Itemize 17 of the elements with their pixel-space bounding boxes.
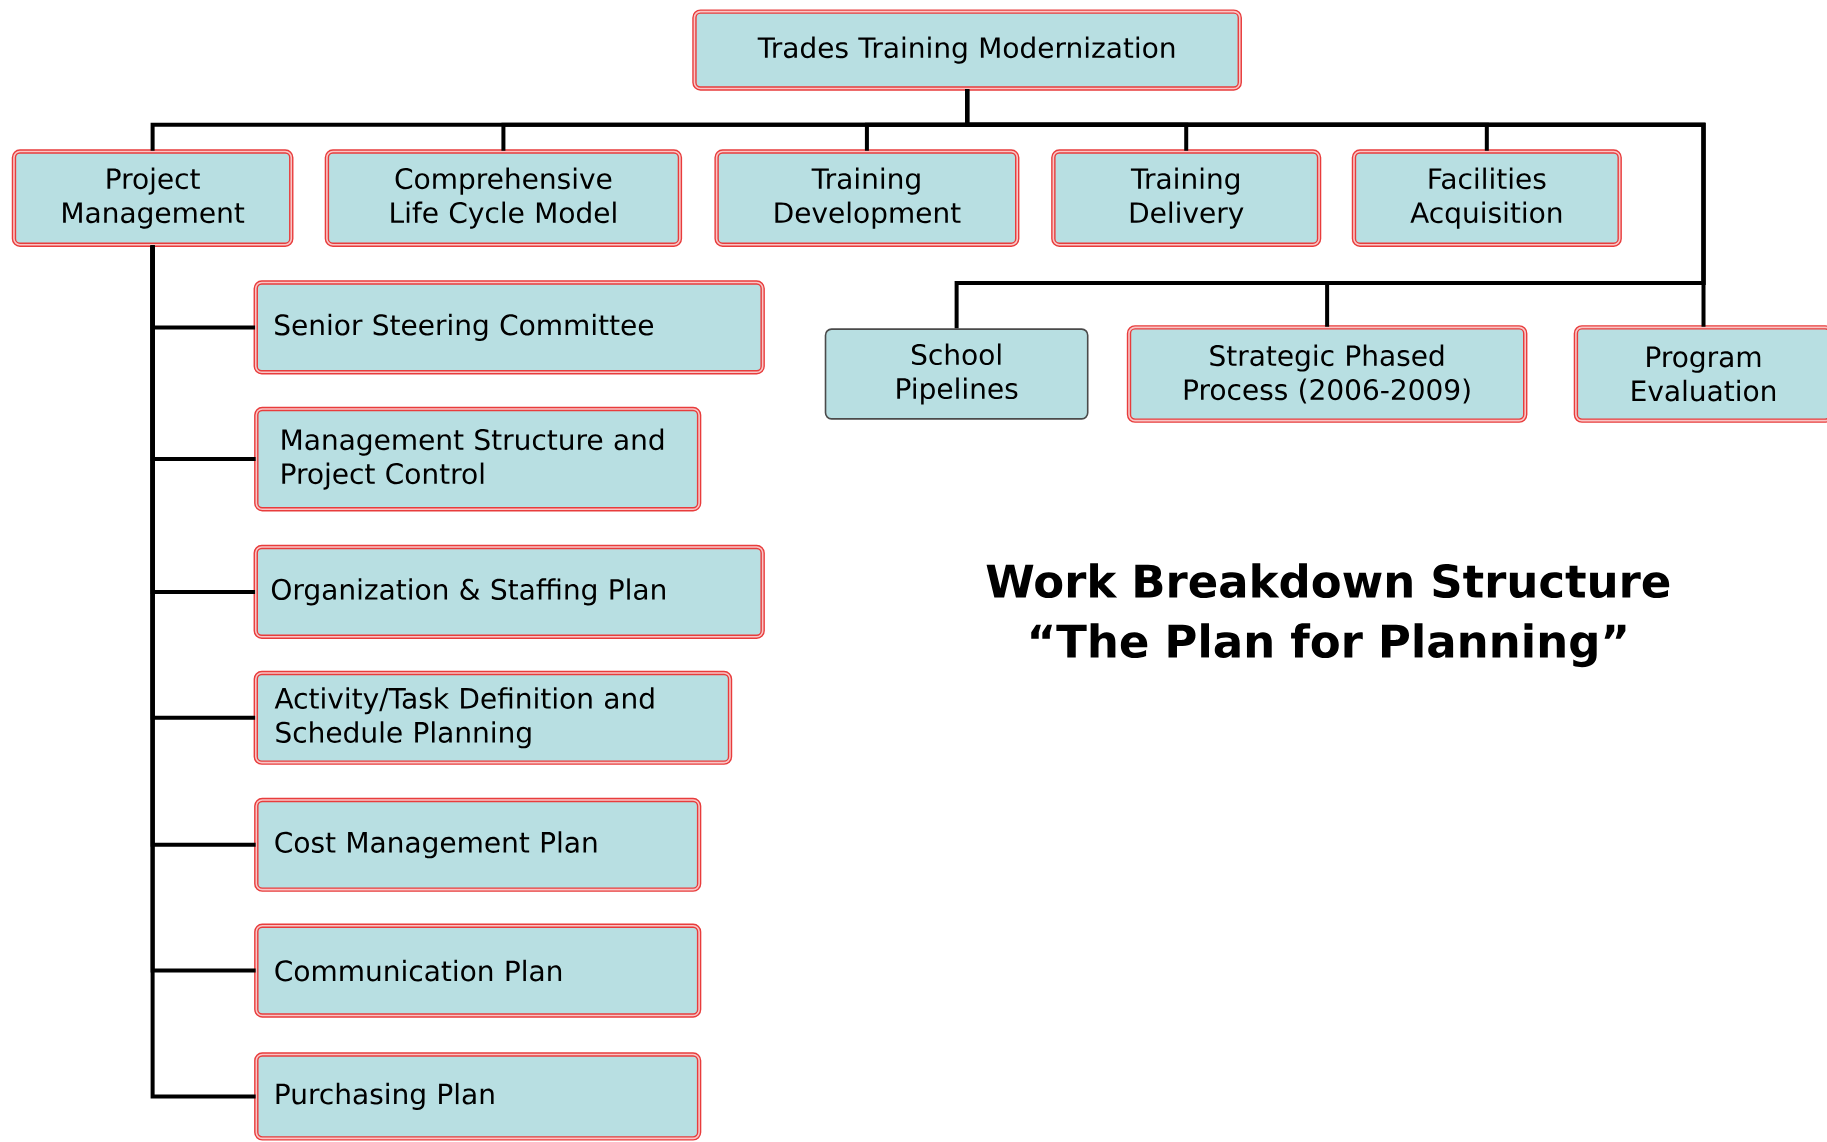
task-box: Training Development xyxy=(714,149,1020,247)
task-box: Cost Management Plan xyxy=(254,797,702,892)
task-box: Communication Plan xyxy=(254,923,702,1018)
task-box: Project Management xyxy=(11,149,294,247)
title: Work Breakdown Structure “The Plan for Planning” xyxy=(986,563,1670,668)
task-box: School Pipelines xyxy=(824,328,1089,420)
task-box: Comprehensive Life Cycle Model xyxy=(324,149,683,247)
task-box: Organization & Staffing Plan xyxy=(253,544,765,639)
task-box: Trades Training Modernization xyxy=(692,9,1242,91)
task-box: Management Structure and Project Control xyxy=(254,406,702,512)
task-box: Training Delivery xyxy=(1051,149,1322,247)
task-box: Senior Steering Committee xyxy=(253,280,765,375)
task-box: Facilities Acquisition xyxy=(1351,149,1622,247)
task-box: Program Evaluation xyxy=(1573,325,1827,423)
task-box: Activity/Task Definition and Schedule Planning xyxy=(253,670,733,765)
task-box: Purchasing Plan xyxy=(254,1052,702,1141)
task-box: Strategic Phased Process (2006-2009) xyxy=(1126,325,1528,423)
